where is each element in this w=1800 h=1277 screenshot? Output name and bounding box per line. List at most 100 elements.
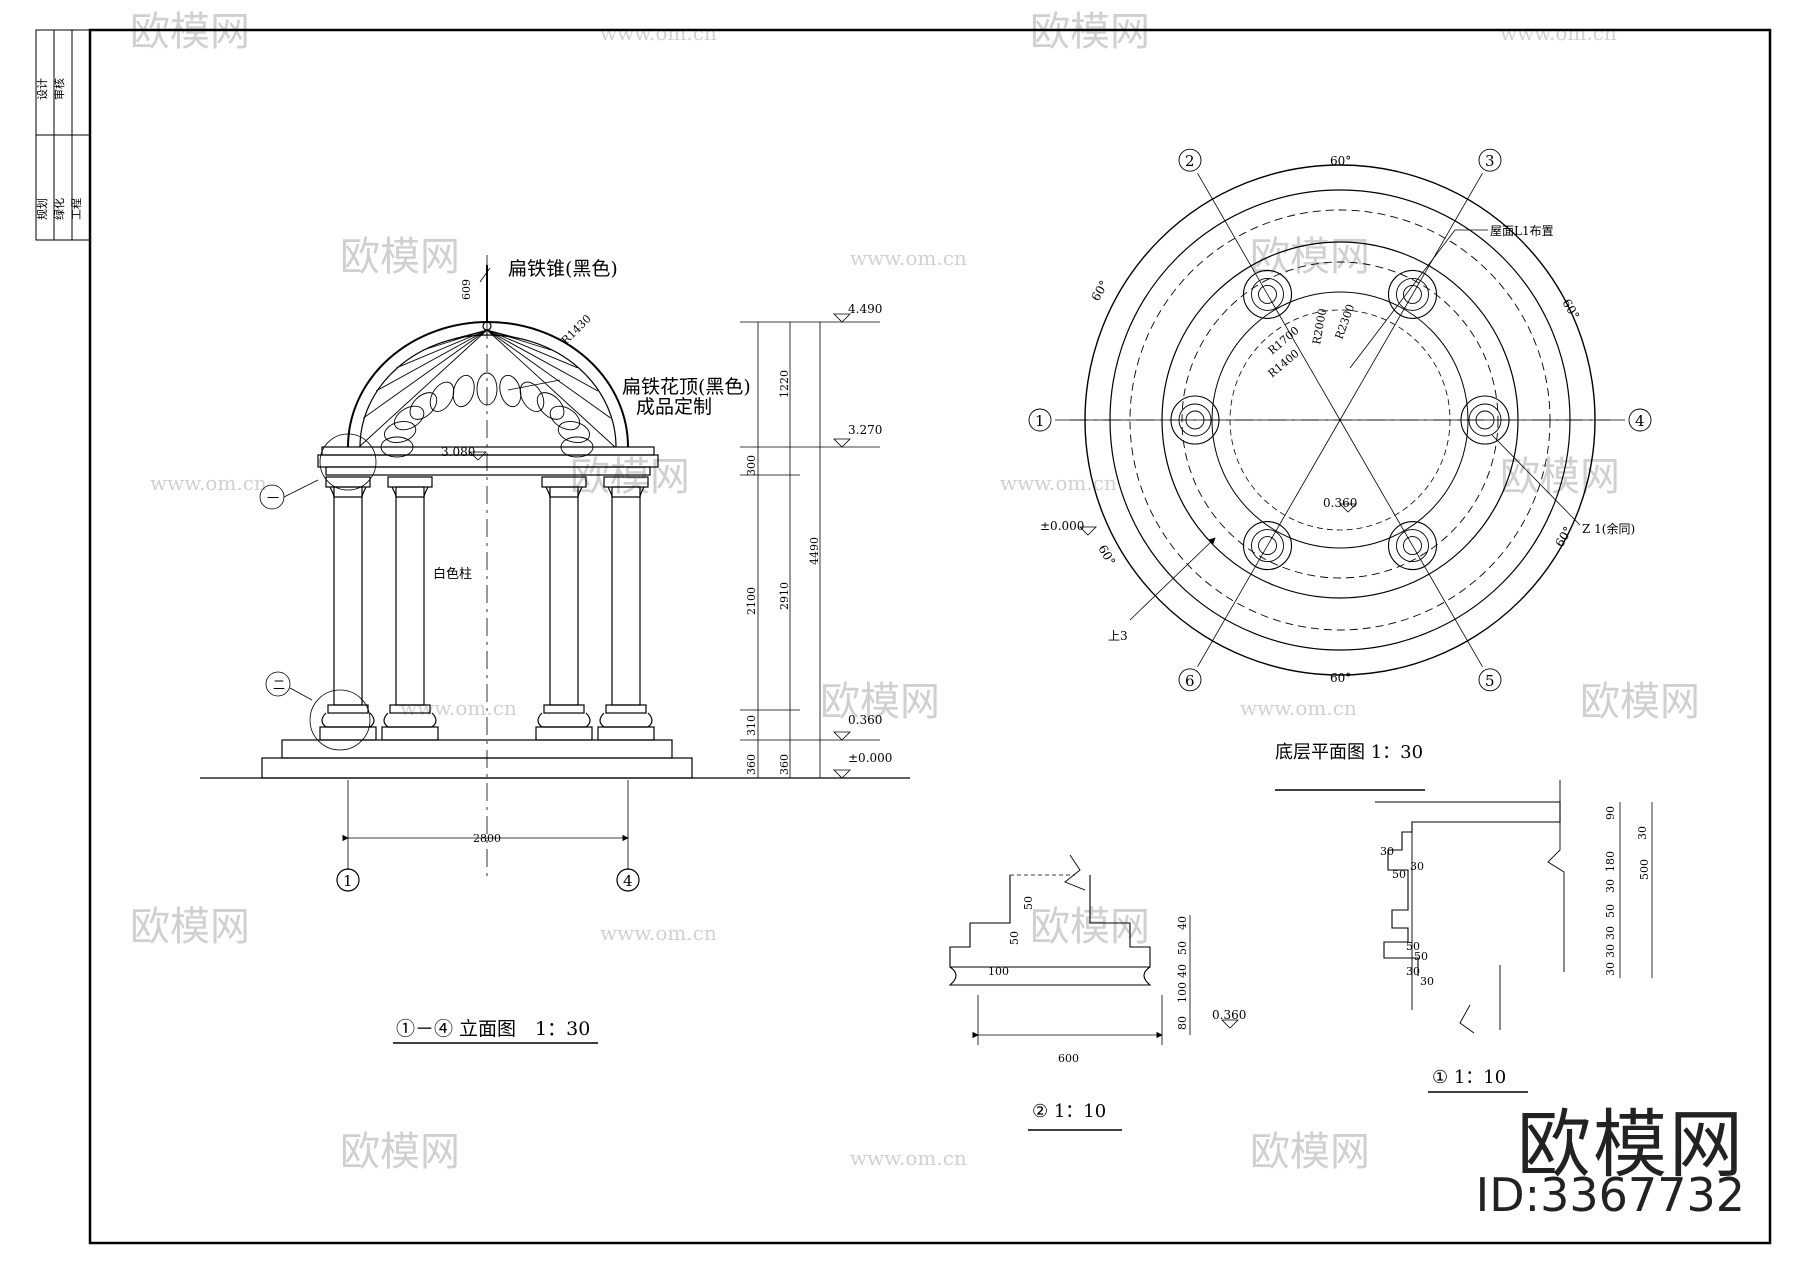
detail-base [948, 854, 1239, 1131]
detail-capital-dim-total: 500 [1638, 859, 1651, 880]
watermark-url-6: www.om.cn [1240, 696, 1357, 720]
elevation-view [200, 255, 910, 1044]
plan-level-ground: ±0.000 [1040, 519, 1084, 533]
detail-base-dim-8: 80 [1176, 1016, 1189, 1030]
plan-axis-bubble-6 [1178, 668, 1202, 692]
dim-total: 4490 [808, 537, 821, 565]
plan-title: 底层平面图 1：30 [1275, 742, 1423, 763]
dim-dome: 1220 [778, 370, 791, 398]
drawing-border [88, 28, 1772, 1245]
plan-note-roof: 屋面L1布置 [1490, 224, 1554, 238]
detail-base-dim-1: 50 [1022, 896, 1035, 910]
detail-capital-right-dim-4: 50 [1604, 904, 1617, 918]
plan-angle-4: 60° [1095, 543, 1118, 568]
detail-base-dim-7: 100 [1176, 982, 1189, 1003]
grid-axis-4: 4 [623, 872, 633, 890]
plan-axis-label-4: 4 [1635, 412, 1645, 430]
watermark-brand-1: 欧模网 [130, 9, 250, 55]
plan-angle-3: 60° [1559, 297, 1582, 322]
detail-capital-left-dim-1: 30 [1380, 845, 1394, 858]
dome-radius: R1430 [559, 312, 594, 347]
watermark-brand-7: 欧模网 [820, 679, 940, 725]
detail-base-level: 0.360 [1212, 1008, 1246, 1022]
label-column: 白色柱 [433, 566, 472, 582]
label-spire: 扁铁锥(黑色) [508, 258, 618, 280]
column-1 [325, 476, 371, 706]
watermark-url-1: www.om.cn [600, 21, 717, 45]
plan-axis-bubble-2 [1178, 148, 1202, 172]
plan-axis-bubble-5 [1478, 668, 1502, 692]
watermark-url-7: www.om.cn [400, 696, 517, 720]
grid-axis-1: 1 [343, 872, 353, 890]
watermark-url-9: www.om.cn [850, 1146, 967, 1170]
detail-base-dim-3: 100 [988, 965, 1009, 978]
detail-capital-right-dim-7: 30 [1604, 962, 1617, 976]
dim-base: 310 [745, 715, 758, 736]
elevation-title: ①－④ 立面图 1：30 [396, 1018, 590, 1040]
watermark-brand-8: 欧模网 [1580, 679, 1700, 725]
detail-capital-title: ① 1：10 [1432, 1067, 1506, 1088]
dim-spire: 609 [460, 279, 473, 300]
watermark-brand-logo: 欧模网 [1517, 1102, 1745, 1188]
plan-angle-6: 60° [1330, 671, 1351, 685]
dim-entablature: 300 [745, 455, 758, 476]
detail-capital-right-dim-5: 30 [1604, 926, 1617, 940]
watermark-brand-9: 欧模网 [130, 904, 250, 950]
dim-step: 360 [745, 754, 758, 775]
title-block-row2b: 绿化 [52, 198, 66, 220]
title-block-row1b: 审核 [52, 78, 66, 100]
plan-axis-label-2: 2 [1185, 152, 1195, 170]
detail-capital-left-dim-7: 30 [1420, 975, 1434, 988]
callout-two: 二 [273, 678, 285, 692]
title-block-row1: 设计 [36, 78, 49, 100]
column-2 [387, 476, 433, 706]
watermark-brand-11: 欧模网 [340, 1129, 460, 1175]
detail-capital-left-dim-6: 50 [1414, 950, 1428, 963]
level-ground: ±0.000 [848, 751, 892, 765]
dim-width: 2800 [473, 832, 501, 845]
plan-axis-bubble-3 [1478, 148, 1502, 172]
callout-one: 一 [267, 491, 279, 505]
plan-angle-2: 60° [1088, 278, 1111, 303]
watermark-brand-10: 欧模网 [1030, 904, 1150, 950]
detail-base-dim-4: 40 [1176, 916, 1189, 930]
plan-axis-label-3: 3 [1485, 152, 1495, 170]
label-dome-custom: 成品定制 [636, 396, 712, 418]
dim-middle: 2910 [778, 582, 791, 610]
detail-capital-left-dim-2: 50 [1392, 868, 1406, 881]
level-top: 4.490 [848, 302, 882, 316]
plan-axis-bubble-1 [1028, 408, 1052, 432]
dim-shaft: 2100 [745, 587, 758, 615]
plan-axis-label-6: 6 [1185, 672, 1195, 690]
detail-capital [1375, 780, 1653, 1093]
title-block-row2: 规划 [35, 198, 49, 220]
detail-base-dim-5: 50 [1176, 941, 1189, 955]
detail-base-dim-9: 600 [1058, 1052, 1079, 1065]
detail-base-dim-2: 50 [1008, 931, 1021, 945]
detail-base-title: ② 1：10 [1032, 1101, 1106, 1122]
watermark-brand-4: 欧模网 [1250, 234, 1370, 280]
plan-axis-bubble-4 [1628, 408, 1652, 432]
watermark-url-3: www.om.cn [850, 246, 967, 270]
plan-axis-label-1: 1 [1035, 412, 1045, 430]
watermark-url-8: www.om.cn [600, 921, 717, 945]
detail-capital-left-dim-4: 50 [1406, 940, 1420, 953]
watermark-brand-6: 欧模网 [1500, 454, 1620, 500]
detail-capital-dim-top: 30 [1636, 826, 1649, 840]
detail-capital-right-dim-6: 30 [1604, 944, 1617, 958]
watermark-id: ID:3367732 [1475, 1168, 1745, 1222]
detail-capital-right-dim-1: 90 [1604, 806, 1617, 820]
plan-view [1055, 164, 1625, 791]
watermark-brand-5: 欧模网 [570, 454, 690, 500]
plan-note-column: Z 1(余同) [1582, 521, 1635, 536]
label-dome: 扁铁花顶(黑色) [622, 376, 751, 398]
title-block-row2c: 工程 [70, 198, 83, 220]
detail-capital-left-dim-5: 30 [1406, 965, 1420, 978]
level-dome: 3.270 [848, 423, 882, 437]
plan-level-center: 0.360 [1323, 496, 1357, 510]
detail-base-dim-6: 40 [1176, 964, 1189, 978]
watermark-url-4: www.om.cn [150, 471, 267, 495]
level-entablature: 3.080 [441, 445, 475, 459]
